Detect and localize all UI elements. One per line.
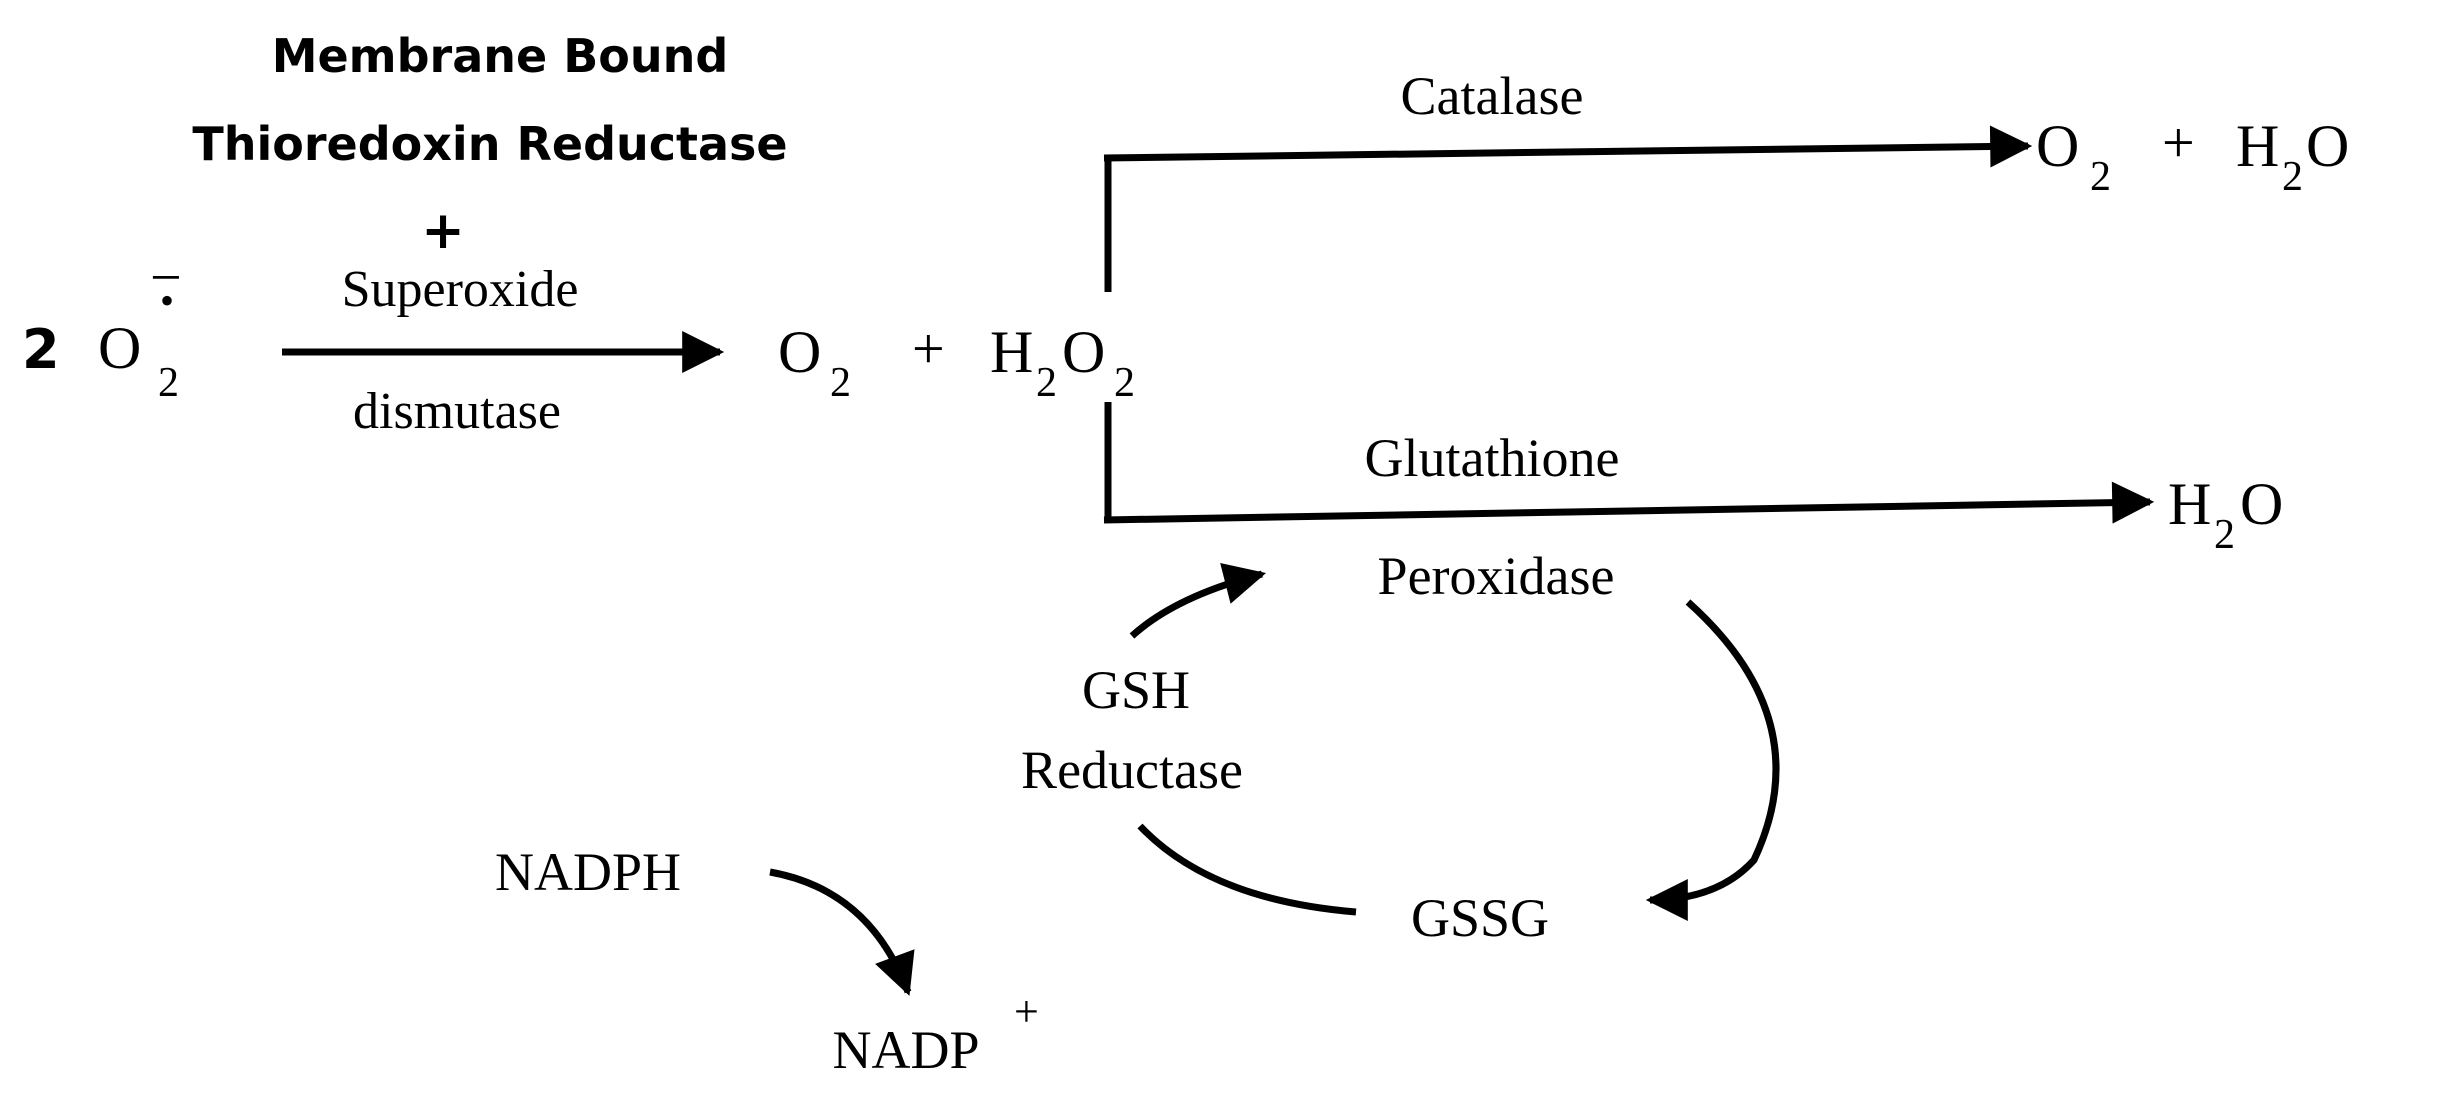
gsh-label: GSH [1082,660,1190,720]
nadph-to-nadp-arrow [769,868,915,996]
superoxide-coefficient: 2 [22,318,60,381]
gpx-h2o-o: O [2240,471,2283,537]
sod-products: O 2 + H 2 O 2 [778,316,1135,406]
o2-product-o: O [778,319,821,385]
peroxidase-to-gssg-arrow [1645,599,1780,921]
gpx-reaction-arrow [1103,481,2155,524]
nadp-label: NADP [832,1020,979,1080]
superoxide-subscript: 2 [158,360,179,406]
superoxide-reactant: 2 O 2 • − [22,247,182,406]
o2-product-subscript: 2 [830,360,851,406]
gssg-to-gsh-curve [1137,823,1357,916]
catalase-h2o-o: O [2306,113,2349,179]
sod-products-plus: + [912,316,945,381]
gpx-product: H 2 O [2168,471,2283,558]
superoxide-dismutase-label-top: Superoxide [342,261,579,318]
gsh-to-peroxidase-arrow [1129,563,1267,639]
gpx-h2o-h: H [2168,471,2211,537]
h2o2-subscript-2: 2 [1114,360,1135,406]
nadph-label: NADPH [495,842,681,902]
peroxidase-label: Peroxidase [1378,546,1615,606]
superoxide-dismutase-label-bottom: dismutase [353,383,561,440]
h2o2-h: H [990,319,1033,385]
membrane-bound-label: Membrane Bound [272,29,729,83]
gpx-h2o-subscript: 2 [2214,512,2235,558]
superoxide-charge: − [150,247,182,309]
catalase-label: Catalase [1401,66,1584,126]
enzyme-plus-sign: + [421,201,465,261]
glutathione-label: Glutathione [1365,428,1620,488]
h2o2-subscript-1: 2 [1036,360,1057,406]
nadp-charge: + [1014,987,1039,1036]
catalase-products-plus: + [2162,110,2195,175]
thioredoxin-reductase-label: Thioredoxin Reductase [192,117,787,171]
catalase-products: O 2 + H 2 O [2036,110,2349,200]
catalase-h2o-subscript: 2 [2282,154,2303,200]
superoxide-radical-dot: • [160,278,174,323]
h2o2-o: O [1062,319,1105,385]
reductase-label: Reductase [1021,740,1243,800]
gssg-label: GSSG [1411,888,1549,948]
catalase-h2o-h: H [2236,113,2279,179]
superoxide-o: O [98,315,141,381]
catalase-reaction-arrow [1103,125,2033,168]
catalase-o2-o: O [2036,113,2079,179]
catalase-o2-subscript: 2 [2090,154,2111,200]
